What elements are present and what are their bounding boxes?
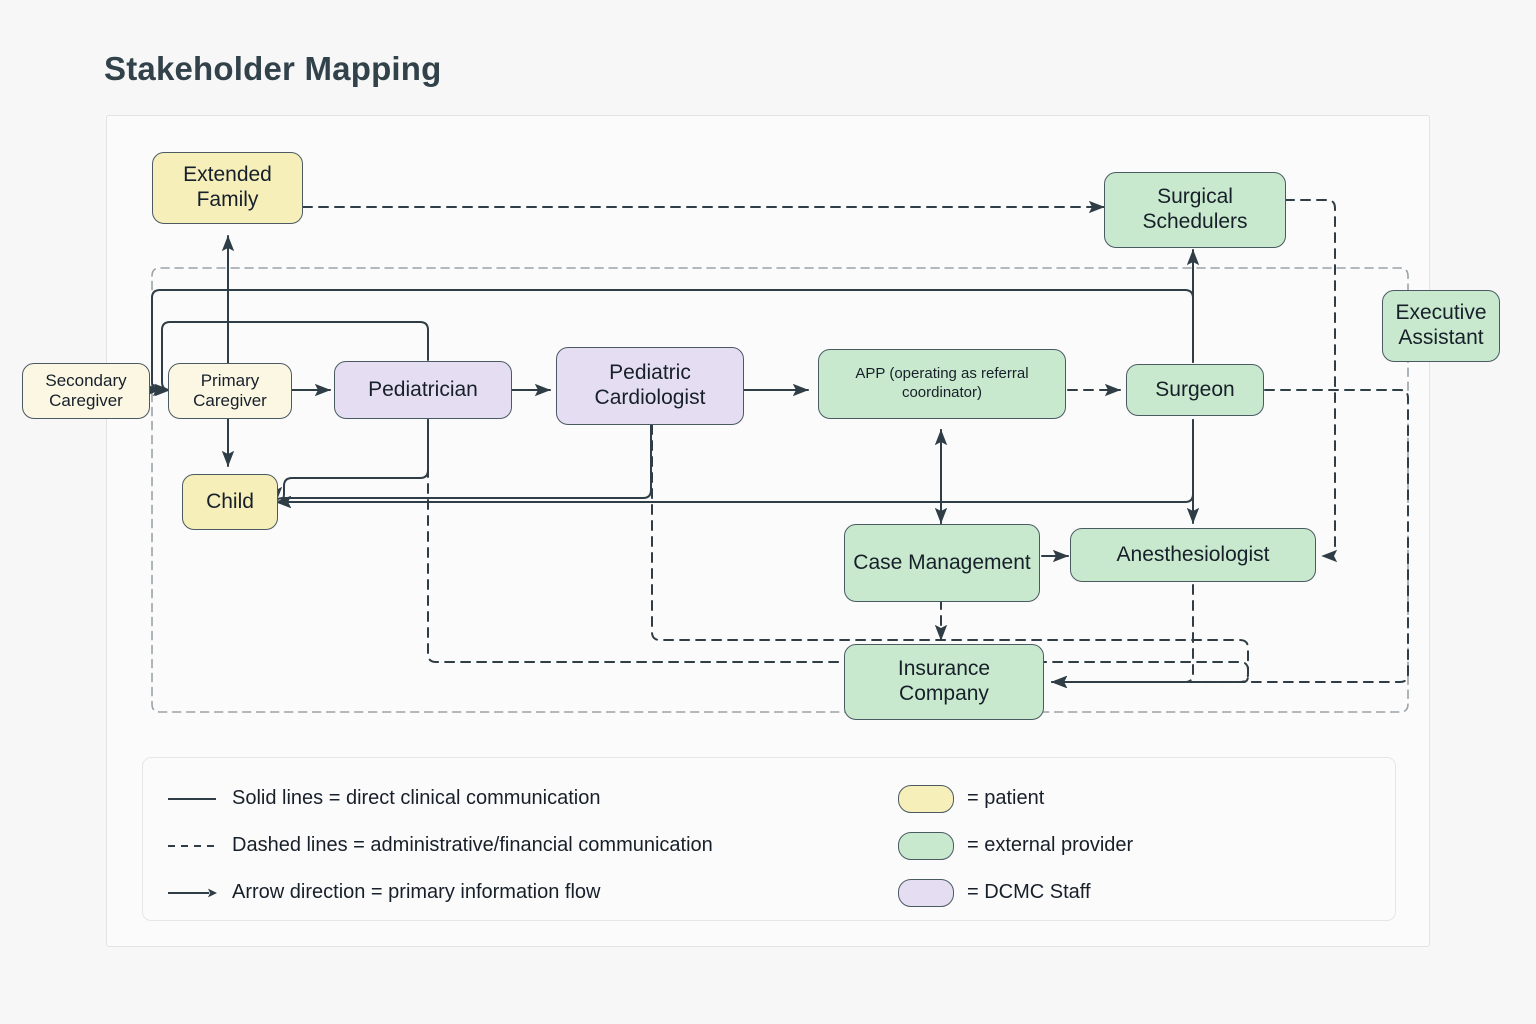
node-pediatric-cardiologist[interactable]: Pediatric Cardiologist [556, 347, 744, 425]
legend-dcmc-staff-label: = DCMC Staff [967, 881, 1091, 903]
legend-patient-label: = patient [967, 787, 1045, 809]
node-pediatrician[interactable]: Pediatrician [334, 361, 512, 419]
legend-item-solid: Solid lines = direct clinical communicat… [166, 775, 866, 822]
page-title: Stakeholder Mapping [104, 50, 442, 87]
node-surgeon[interactable]: Surgeon [1126, 364, 1264, 416]
node-child[interactable]: Child [182, 474, 278, 530]
legend-item-patient: = patient [898, 775, 1378, 822]
legend-solid-label: Solid lines = direct clinical communicat… [232, 787, 601, 809]
node-executive-assistant[interactable]: Executive Assistant [1382, 290, 1500, 362]
solid-line-icon [166, 794, 218, 804]
node-case-management[interactable]: Case Management [844, 524, 1040, 602]
node-secondary-caregiver[interactable]: Secondary Caregiver [22, 363, 150, 419]
legend-arrow-label: Arrow direction = primary information fl… [232, 881, 601, 903]
patient-swatch-icon [898, 784, 954, 813]
dashed-line-icon [166, 841, 218, 851]
legend-item-dcmc-staff: = DCMC Staff [898, 869, 1378, 916]
node-insurance-company[interactable]: Insurance Company [844, 644, 1044, 720]
legend-panel [142, 757, 1396, 921]
node-surgical-schedulers[interactable]: Surgical Schedulers [1104, 172, 1286, 248]
arrow-icon [166, 887, 218, 899]
legend-item-arrow: Arrow direction = primary information fl… [166, 869, 866, 916]
external-provider-swatch-icon [898, 831, 954, 860]
legend-external-provider-label: = external provider [967, 834, 1134, 856]
node-app[interactable]: APP (operating as referral coordinator) [818, 349, 1066, 419]
legend-dashed-label: Dashed lines = administrative/financial … [232, 834, 713, 856]
node-anesthesiologist[interactable]: Anesthesiologist [1070, 528, 1316, 582]
legend-item-dashed: Dashed lines = administrative/financial … [166, 822, 866, 869]
legend-color-swatches: = patient = external provider = DCMC Sta… [898, 775, 1378, 916]
node-primary-caregiver[interactable]: Primary Caregiver [168, 363, 292, 419]
legend-item-external-provider: = external provider [898, 822, 1378, 869]
dcmc-staff-swatch-icon [898, 878, 954, 907]
legend-line-styles: Solid lines = direct clinical communicat… [166, 775, 866, 916]
node-extended-family[interactable]: Extended Family [152, 152, 303, 224]
